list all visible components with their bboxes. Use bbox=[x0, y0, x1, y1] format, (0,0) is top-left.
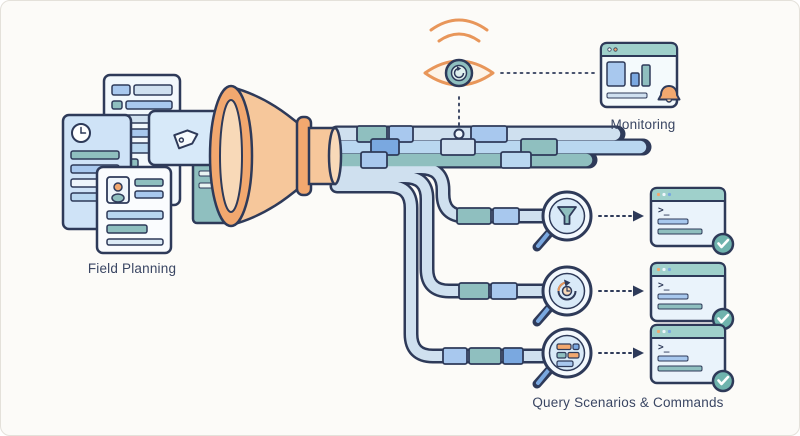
eye-icon bbox=[423, 58, 495, 88]
tag-card bbox=[147, 109, 227, 167]
terminal-window-2: >_ bbox=[649, 261, 735, 331]
signal-arcs-icon bbox=[429, 18, 489, 43]
magnifier-sliders-icon bbox=[532, 327, 593, 389]
check-badge-icon bbox=[711, 232, 735, 256]
check-badge-icon bbox=[711, 369, 735, 393]
terminal-prompt: >_ bbox=[658, 342, 670, 353]
monitoring-label: Monitoring bbox=[610, 117, 675, 132]
funnel-icon bbox=[208, 84, 343, 228]
monitoring-group: Monitoring bbox=[423, 18, 681, 140]
field-planning-label: Field Planning bbox=[88, 261, 176, 276]
arrow-right-icon bbox=[598, 285, 644, 297]
terminal-window-3: >_ bbox=[649, 323, 735, 393]
id-card bbox=[95, 165, 173, 255]
dashboard-window bbox=[599, 41, 681, 109]
branch-arrows bbox=[598, 210, 644, 359]
pipes bbox=[328, 125, 652, 365]
magnifier-history-icon bbox=[532, 265, 593, 327]
arrow-right-icon bbox=[598, 210, 644, 222]
id-card-lines bbox=[106, 178, 164, 246]
clock-icon bbox=[71, 123, 91, 143]
terminal-prompt: >_ bbox=[658, 280, 670, 291]
id-badge-icon bbox=[106, 176, 130, 204]
terminal-window-1: >_ bbox=[649, 186, 735, 256]
terminal-prompt: >_ bbox=[658, 205, 670, 216]
tag-icon bbox=[173, 129, 199, 150]
bell-icon bbox=[657, 85, 681, 103]
field-planning-cards bbox=[61, 73, 231, 255]
pipe-probe-node bbox=[453, 128, 465, 140]
query-scenarios-label: Query Scenarios & Commands bbox=[532, 395, 723, 410]
arrow-right-icon bbox=[598, 347, 644, 359]
magnifier-funnel-icon bbox=[532, 190, 593, 252]
